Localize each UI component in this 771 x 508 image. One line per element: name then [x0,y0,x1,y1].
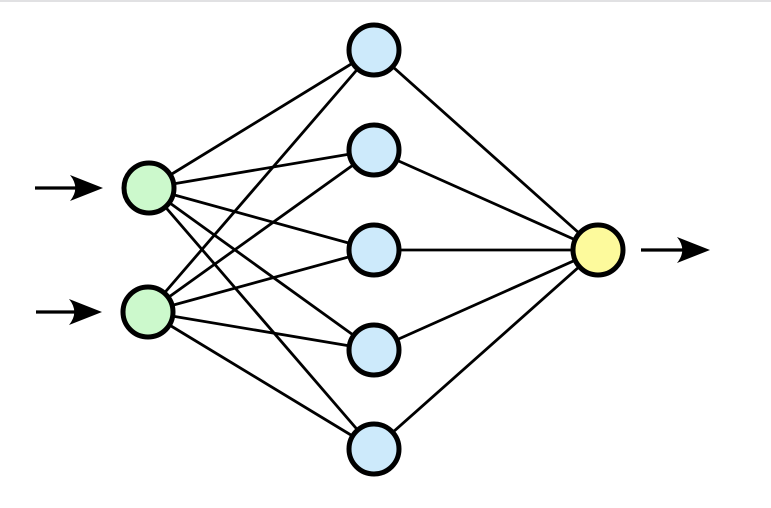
top-border-divider [0,0,771,2]
hidden-node-5 [346,421,402,477]
edge-input-1-hidden-5 [147,187,376,450]
edge-input-2-hidden-4 [147,310,375,352]
input-arrow-2-icon [69,299,102,325]
edge-input-1-hidden-1 [148,48,375,190]
hidden-node-1 [346,22,402,78]
input-node-2 [120,284,176,340]
hidden-node-3 [346,222,402,278]
output-arrow-icon [677,237,710,263]
edge-input-2-hidden-5 [147,310,375,451]
hidden-node-4 [346,322,402,378]
edge-hidden-5-output-1 [373,248,599,451]
edge-hidden-2-output-1 [373,148,599,252]
edge-input-2-hidden-1 [146,49,376,313]
edge-hidden-1-output-1 [373,48,599,252]
output-node-1 [570,222,626,278]
input-node-1 [121,160,177,216]
edge-input-1-hidden-4 [148,186,375,352]
hidden-node-2 [346,122,402,178]
edge-input-1-hidden-2 [148,148,375,190]
input-arrow-1-icon [70,175,103,201]
edge-hidden-4-output-1 [373,248,599,352]
edge-input-2-hidden-3 [147,248,375,314]
edge-input-1-hidden-3 [148,186,375,252]
edge-input-2-hidden-2 [147,148,375,314]
